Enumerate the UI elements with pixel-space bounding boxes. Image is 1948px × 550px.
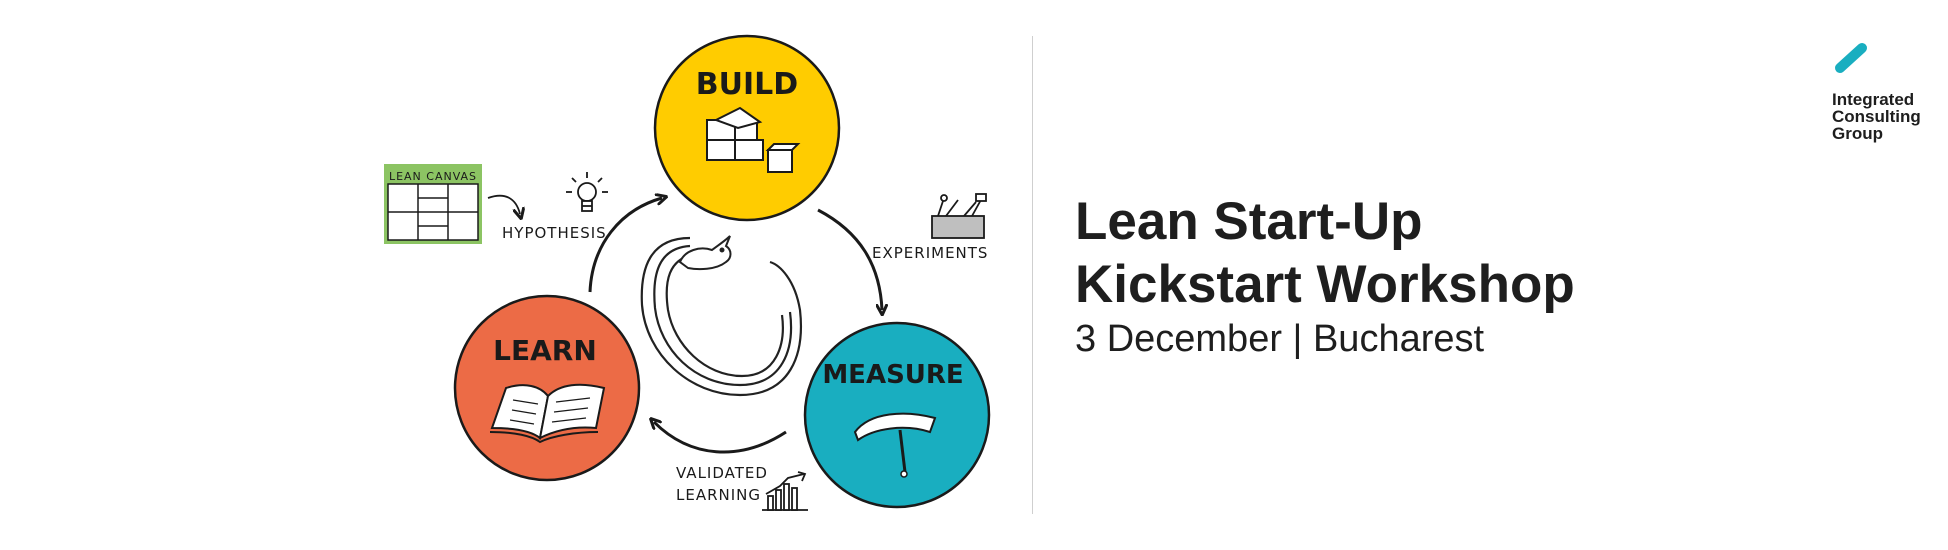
learn-circle [453,294,641,482]
validated-label: VALIDATED [676,464,768,482]
build-stage: BUILD [653,34,841,222]
title-line-2: Kickstart Workshop [1075,255,1575,314]
arrow-learn-to-build [588,198,662,293]
learn-label: LEARN [493,334,597,367]
company-logo: Integrated Consulting Group [1832,40,1942,142]
arrow-canvas-to-hypothesis [487,194,520,214]
center-loop [640,236,802,397]
toolbox-icon [931,193,987,239]
learning-label: LEARNING [676,486,761,504]
logo-line-2: Consulting [1832,107,1921,126]
growth-chart-icon [762,471,808,511]
arrow-build-to-measure [817,208,882,310]
hypothesis-label: HYPOTHESIS [502,224,607,242]
rabbit-icon [678,235,732,271]
lean-cycle-diagram: BUILD MEASURE LEARN [384,34,991,511]
learn-stage: LEARN [453,294,641,482]
gauge-icon [853,412,937,478]
logo-text: Integrated Consulting Group [1832,91,1942,142]
measure-stage: MEASURE [803,321,991,509]
logo-mark-icon [1835,43,1867,73]
event-date-location: 3 December | Bucharest [1075,318,1485,360]
logo-line-1: Integrated [1832,90,1915,109]
logo-line-3: Group [1832,124,1883,143]
lightbulb-icon [566,172,608,212]
title-block: Lean Start-Up Kickstart Workshop 3 Decem… [1075,190,1575,362]
arrow-measure-to-learn [654,422,787,454]
vertical-divider [1032,36,1033,514]
title-line-1: Lean Start-Up [1075,192,1423,251]
measure-label: MEASURE [822,360,963,390]
experiments-label: EXPERIMENTS [872,244,988,262]
book-icon [489,383,606,444]
lean-canvas-sketch: LEAN CANVAS [384,164,482,244]
blocks-icon [706,106,801,173]
lean-canvas-label: LEAN CANVAS [389,170,477,183]
build-label: BUILD [696,67,798,102]
